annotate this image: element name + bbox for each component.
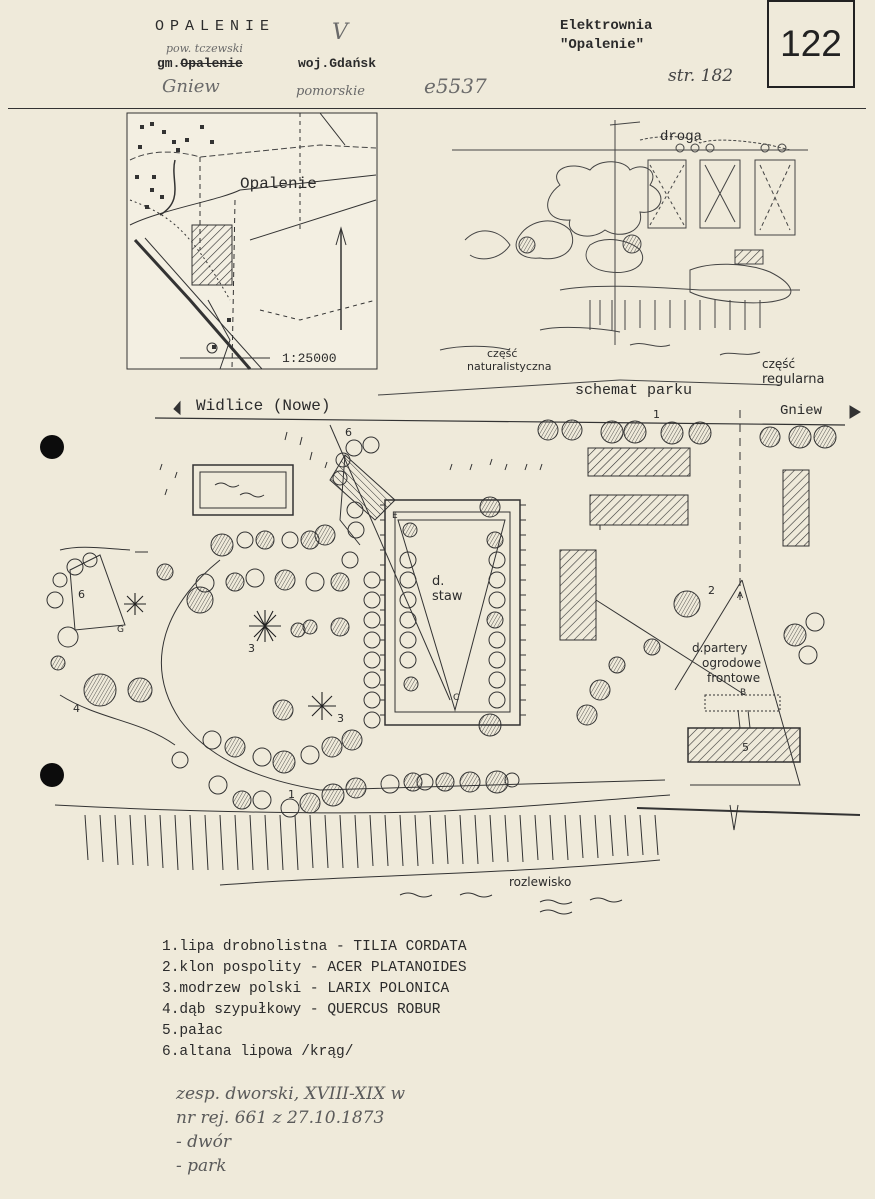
marker-3a: 3 [248, 642, 255, 655]
handwritten-district: pow. tczewski [166, 42, 243, 55]
marker-letter-g: G [117, 625, 124, 635]
legend-item-5: 5.pałac [162, 1023, 223, 1039]
note-line-3: - dwór [176, 1132, 231, 1152]
marker-5: 5 [742, 741, 749, 754]
note-line-2: nr rej. 661 z 27.10.1873 [176, 1108, 385, 1128]
park-schema [377, 120, 808, 396]
punch-hole-top [40, 435, 64, 459]
marker-letter-c: C [453, 693, 459, 703]
schema-regular-line2: regularna [762, 372, 824, 387]
plan-markers: 1 1 2 3 3 4 5 6 6 A B C E G [73, 408, 749, 801]
handwritten-gniew: Gniew [162, 76, 220, 97]
title-check-mark: V [332, 20, 348, 45]
municipality-name: Opalenie [180, 56, 243, 71]
legend-item-2: 2.klon pospolity - ACER PLATANOIDES [162, 960, 467, 976]
parterre-line3: frontowe [707, 671, 760, 685]
schema-caption: schemat parku [575, 382, 692, 399]
pond-line2: staw [432, 589, 463, 604]
marker-letter-e: E [392, 511, 398, 521]
punch-hole-bottom [40, 763, 64, 787]
municipality-prefix: gm. [157, 56, 181, 71]
marker-3b: 3 [337, 712, 344, 725]
parterre-line2: ogrodowe [702, 656, 761, 670]
legend-item-4: 4.dąb szypułkowy - QUERCUS ROBUR [162, 1002, 441, 1018]
parterre-line1: d.partery [692, 641, 747, 655]
marker-1-top: 1 [653, 408, 660, 421]
handwritten-code: e5537 [424, 74, 487, 98]
marker-letter-b: B [740, 688, 746, 698]
marker-letter-a: A [737, 591, 744, 601]
note-line-1: zesp. dworski, XVIII-XIX w [176, 1084, 406, 1104]
handwritten-pomorskie: pomorskie [296, 84, 365, 99]
marker-6-left: 6 [78, 588, 85, 601]
legend-item-3: 3.modrzew polski - LARIX POLONICA [162, 981, 450, 997]
location-map [126, 112, 378, 370]
main-plan [46, 400, 861, 915]
record-title: OPALENIE [155, 18, 276, 35]
handwritten-notes: zesp. dworski, XVIII-XIX w nr rej. 661 z… [176, 1082, 405, 1178]
schema-regular-line1: część [762, 357, 795, 371]
owner-line-1: Elektrownia [560, 18, 653, 34]
species-legend: 1.lipa drobnolistna - TILIA CORDATA 2.kl… [162, 937, 467, 1063]
direction-left: Widlice (Nowe) [196, 397, 330, 415]
owner-line-2: "Opalenie" [560, 37, 645, 53]
note-line-4: - park [176, 1156, 227, 1176]
marker-2: 2 [708, 584, 715, 597]
map-scale-label: 1:25000 [282, 351, 337, 366]
schema-road-label: droga [660, 129, 702, 145]
direction-right: Gniew [780, 403, 823, 419]
voivodeship: woj.Gdańsk [298, 56, 377, 71]
marker-6-top: 6 [345, 426, 352, 439]
schema-natural-line1: część [487, 347, 517, 360]
floodplain-label: rozlewisko [509, 875, 571, 889]
marker-4: 4 [73, 702, 80, 715]
page-reference: str. 182 [668, 66, 734, 86]
marker-1-bottom: 1 [288, 788, 295, 801]
header-rule [8, 108, 866, 109]
legend-item-6: 6.altana lipowa /krąg/ [162, 1044, 354, 1060]
schema-natural-line2: naturalistyczna [467, 360, 551, 373]
legend-item-1: 1.lipa drobnolistna - TILIA CORDATA [162, 939, 467, 955]
pond-line1: d. [432, 574, 444, 589]
page-number-box: 122 [767, 0, 855, 88]
map-place-label: Opalenie [240, 175, 317, 193]
municipality-line: gm.Opalenie [157, 56, 243, 71]
